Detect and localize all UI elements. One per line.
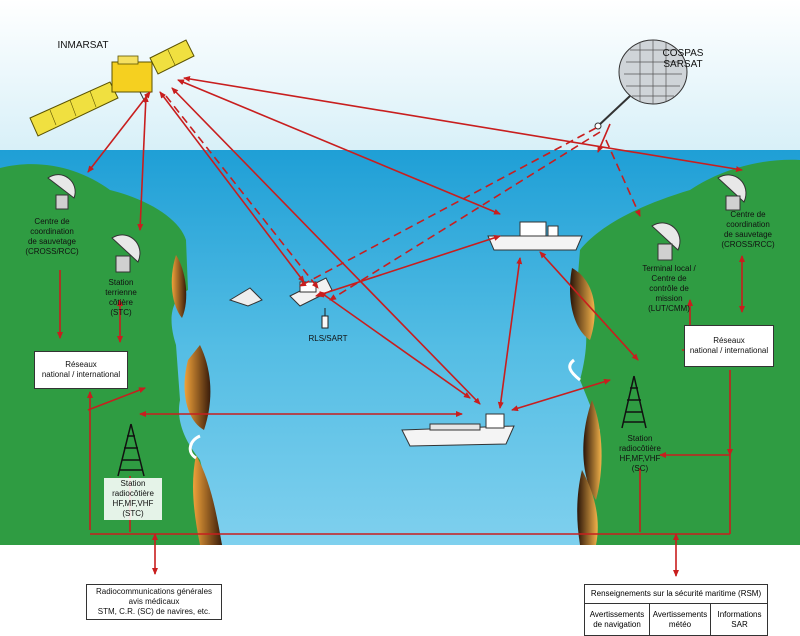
link-arrow [137, 95, 149, 231]
link-arrow [605, 139, 641, 217]
msi-weather-warnings: Avertissements météo [650, 603, 711, 636]
link-arrow [539, 251, 639, 361]
right-radio-station-label: Station radiocôtière HF,MF,VHF (SC) [619, 434, 661, 473]
link-arrow [87, 387, 146, 411]
msi-sar-info: Informations SAR [717, 609, 762, 629]
link-arrow [597, 123, 611, 153]
right-networks-box: Réseaux national / international [684, 325, 774, 367]
cospas-sarsat-label: COSPAS SARSAT [662, 48, 704, 70]
msi-title: Renseignements sur la sécurité maritime … [585, 585, 767, 604]
left-rcc-label: Centre de coordination de sauvetage (CRO… [25, 217, 79, 256]
link-arrow [511, 378, 611, 412]
communication-links [57, 76, 745, 577]
link-arrow [183, 76, 743, 172]
inmarsat-label: INMARSAT [57, 40, 109, 51]
general-radiocom-box: Radiocommunications générales avis médic… [86, 584, 222, 620]
right-rcc-dish-icon [717, 174, 747, 211]
link-arrow [319, 291, 471, 399]
link-arrow [315, 235, 501, 297]
link-arrow [497, 257, 523, 409]
left-radio-tower-icon [117, 423, 145, 477]
left-radio-station-label: Station radiocôtière HF,MF,VHF (STC) [104, 478, 162, 520]
cargo-ship-icon [401, 413, 515, 447]
left-stc-dish-icon [111, 234, 141, 273]
right-lut-dish-icon [651, 222, 681, 261]
msi-navigation-warnings: Avertissements de navigation [585, 603, 650, 636]
rescue-vessel-icon [487, 221, 583, 251]
right-radio-tower-icon [621, 375, 647, 429]
left-stc-label: Station terrienne côtière (STC) [105, 278, 137, 317]
left-rcc-dish-icon [47, 174, 76, 210]
epirb-label: RLS/SART [308, 334, 348, 343]
msi-box: Renseignements sur la sécurité maritime … [584, 584, 768, 636]
right-lut-label: Terminal local / Centre de contrôle de m… [642, 264, 696, 313]
left-networks-box: Réseaux national / international [34, 351, 128, 389]
right-rcc-label: Centre de coordination de sauvetage (CRO… [721, 210, 775, 249]
